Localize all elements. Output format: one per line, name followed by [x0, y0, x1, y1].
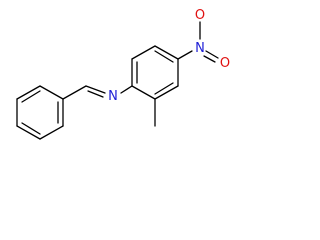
nitro-n-o-double-bond-second	[203, 55, 216, 63]
imine-double-bond	[87, 90, 104, 98]
nitro-tolyl-ring	[131, 45, 179, 100]
double-bond-inner	[21, 122, 41, 135]
bond	[39, 85, 64, 100]
nitro-oxygen-bottom-label: O	[220, 56, 230, 71]
double-bond-inner	[154, 50, 174, 63]
nitro-nitrogen-label: N	[195, 41, 205, 56]
bond	[39, 125, 64, 140]
nitro-oxygen-top-label: O	[195, 8, 205, 23]
imine-bond	[85, 85, 106, 94]
bond-n-to-ring	[120, 85, 133, 94]
bond	[16, 125, 41, 140]
bond-ring-to-nitro	[177, 50, 193, 60]
bond	[154, 45, 179, 60]
double-bond-inner	[154, 82, 174, 95]
bond	[16, 85, 41, 100]
molecule-structure: N N O O	[16, 8, 230, 140]
bond	[131, 85, 156, 100]
bond	[131, 45, 156, 60]
double-bond-inner	[21, 90, 41, 103]
phenyl-ring	[16, 85, 64, 140]
bond	[154, 85, 179, 100]
bond-ring-to-ch	[62, 85, 87, 100]
nitro-n-o-double-bond	[205, 50, 219, 59]
imine-nitrogen-label: N	[108, 89, 118, 104]
